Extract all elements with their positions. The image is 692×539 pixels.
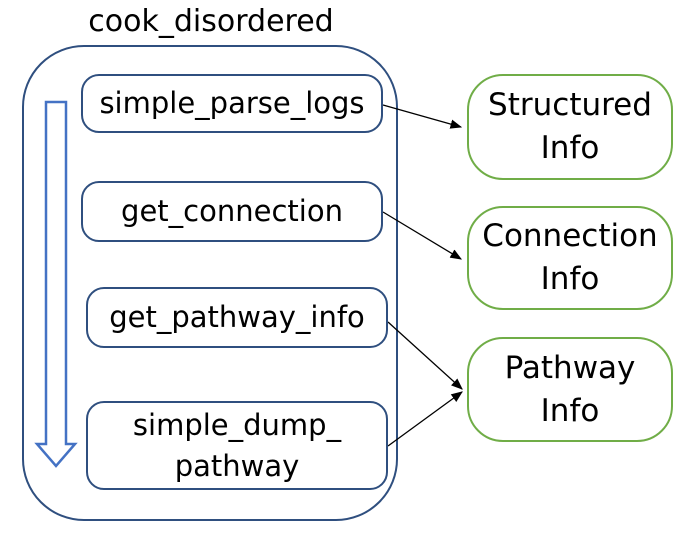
simple-parse-logs-node: simple_parse_logs <box>81 74 383 133</box>
cook-disordered-container <box>22 45 398 521</box>
node-label: simple_parse_logs <box>99 86 365 120</box>
arrow-connection-to-connection-info <box>382 211 463 260</box>
structured-info-node: Structured Info <box>467 74 673 180</box>
node-label: get_pathway_info <box>109 300 365 334</box>
output-label: Connection Info <box>482 218 658 297</box>
get-connection-node: get_connection <box>81 181 383 242</box>
node-label: get_connection <box>121 194 343 228</box>
output-label: Pathway Info <box>504 349 636 429</box>
flow-down-arrow-icon <box>34 100 78 468</box>
simple-dump-pathway-node: simple_dump_ pathway <box>86 401 388 490</box>
arrow-dump-to-pathway <box>387 391 463 447</box>
node-label: simple_dump_ pathway <box>132 407 342 483</box>
diagram-title: cook_disordered <box>88 4 334 39</box>
pathway-info-node: Pathway Info <box>467 337 673 442</box>
arrow-pathway-info-to-pathway <box>387 321 463 390</box>
output-label: Structured Info <box>488 87 652 166</box>
connection-info-node: Connection Info <box>467 206 673 310</box>
arrow-parse-to-structured <box>382 104 463 129</box>
get-pathway-info-node: get_pathway_info <box>86 287 388 348</box>
